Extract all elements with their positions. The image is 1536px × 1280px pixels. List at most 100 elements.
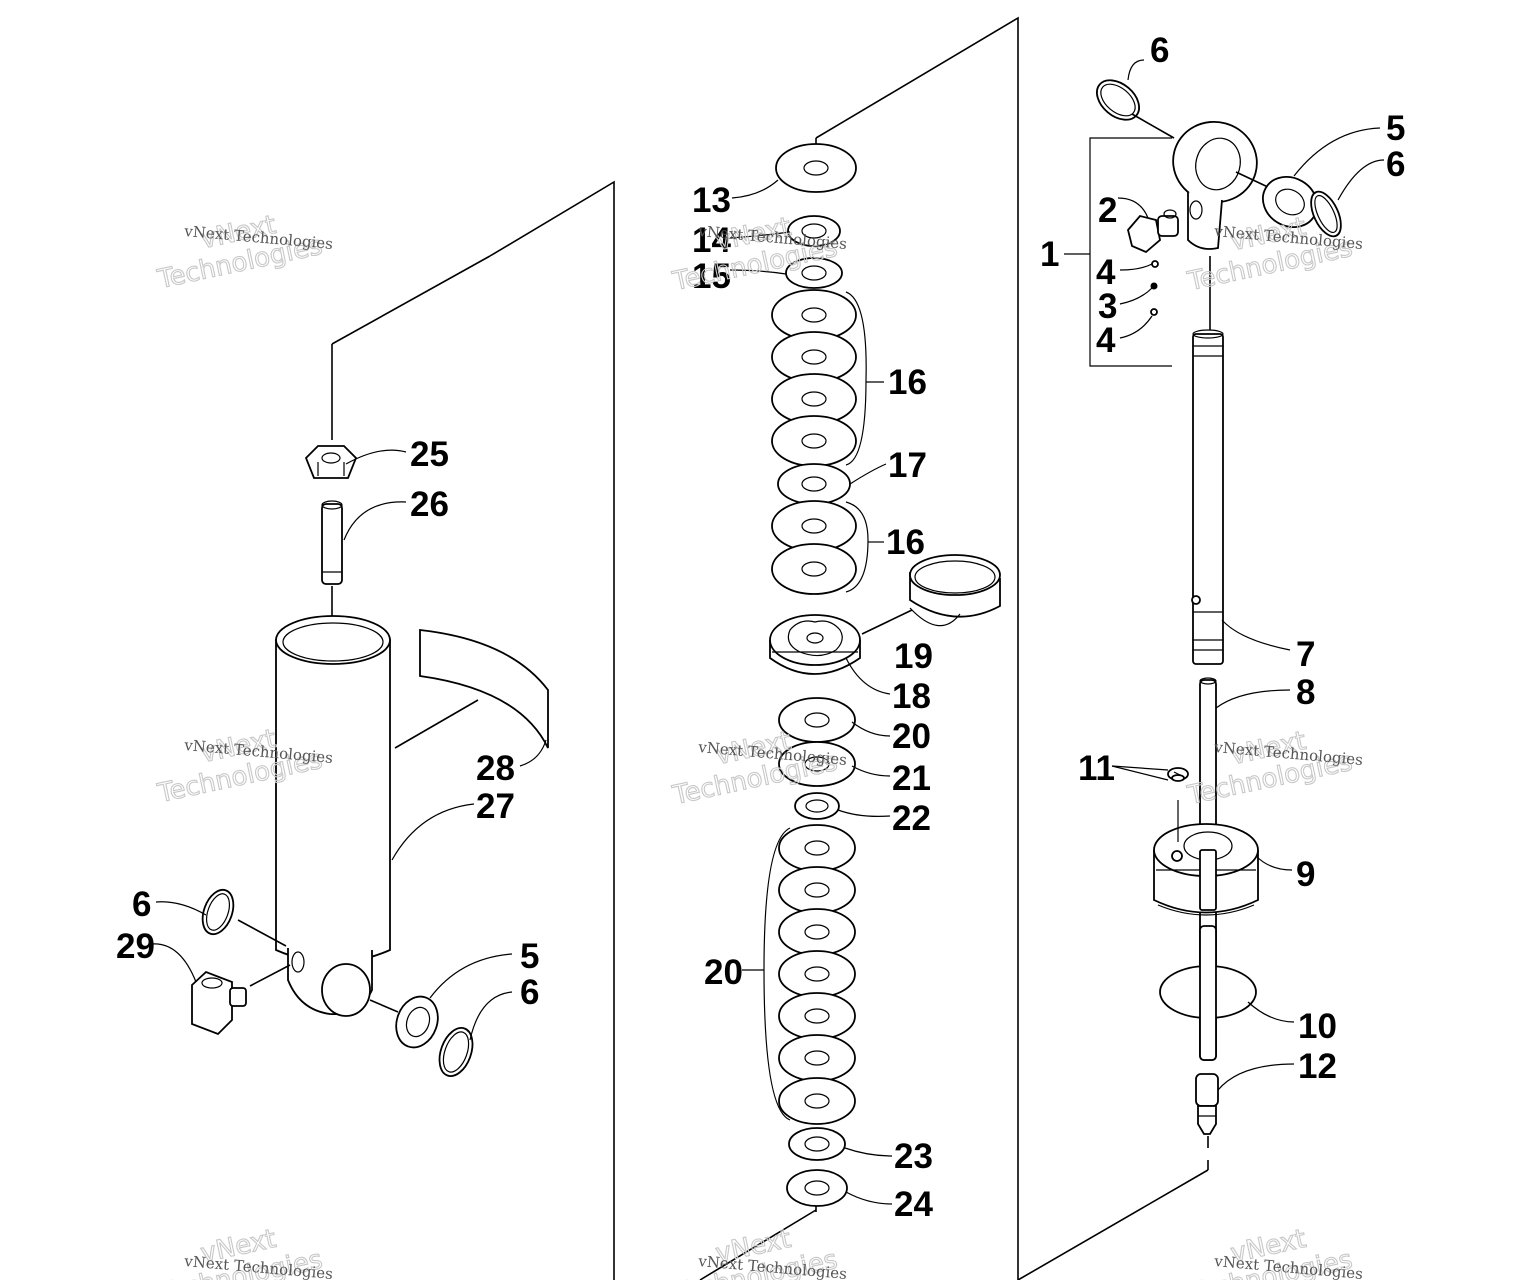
- shim-17-part: [777, 463, 851, 505]
- callout-18: 18: [892, 677, 931, 716]
- callout-2: 2: [1098, 191, 1117, 230]
- leader-5-left: [429, 953, 513, 999]
- leader-29: [151, 943, 197, 983]
- callout-21: 21: [892, 759, 931, 798]
- callout-23: 23: [894, 1137, 933, 1176]
- callout-4-upper: 4: [1096, 253, 1116, 292]
- retaining-ring-right-part: [1310, 190, 1342, 238]
- callout-1: 1: [1040, 235, 1059, 274]
- ball-4-lower-part: [1150, 308, 1158, 316]
- body-leader: [394, 699, 479, 749]
- leader-6-right: [1337, 159, 1385, 201]
- hex-nut-part: [304, 445, 358, 479]
- right-plane-bottom-edge: [1017, 1169, 1209, 1280]
- right-plane-outline: [815, 16, 1019, 1280]
- leader-24: [845, 1191, 893, 1205]
- callout-5-right: 5: [1386, 109, 1405, 148]
- callout-14: 14: [692, 221, 731, 260]
- callout-27: 27: [476, 787, 515, 826]
- retaining-ring-left-part: [201, 888, 287, 947]
- callout-29: 29: [116, 927, 155, 966]
- washer-24-part: [786, 1169, 848, 1207]
- leader-6-top: [1127, 59, 1145, 81]
- retaining-ring-top-part: [1096, 79, 1175, 139]
- leader-20-upper: [851, 721, 891, 737]
- retaining-ring-left-rear-part: [438, 1027, 474, 1077]
- leader-9: [1255, 855, 1293, 871]
- leader-15: [729, 269, 787, 275]
- leader-10: [1247, 1001, 1295, 1023]
- shim-21-part: [778, 741, 856, 787]
- shock-body-part: [275, 615, 479, 1017]
- callout-15: 15: [692, 257, 731, 296]
- bracket-16-upper: [845, 291, 867, 466]
- leader-5-right: [1293, 127, 1381, 177]
- center-stack: 13 14 15 16 17 16 19 18 20 21 22 20 23 2…: [692, 138, 1001, 1224]
- callout-16-lower: 16: [886, 523, 925, 562]
- bracket-1: [1089, 137, 1172, 367]
- callout-12: 12: [1298, 1047, 1337, 1086]
- ball-4-upper-part: [1151, 260, 1159, 268]
- callout-8: 8: [1296, 673, 1315, 712]
- leader-4-upper: [1119, 263, 1153, 271]
- callout-6-left: 6: [132, 885, 151, 924]
- right-assembly: 6 5 6 2 1 4 3 4 7 8 11 9 10 12: [1017, 31, 1405, 1280]
- leader-18: [845, 657, 891, 695]
- leader-11a: [1111, 765, 1169, 781]
- shock-eye-part: [1172, 120, 1271, 250]
- valve-part: [1127, 209, 1179, 254]
- bearing-left-part: [369, 995, 439, 1049]
- leader-14: [729, 231, 791, 239]
- leader-26: [343, 501, 407, 541]
- callout-7: 7: [1296, 635, 1315, 674]
- leader-7: [1221, 619, 1291, 651]
- center-plane-bottom-edge: [699, 1209, 817, 1280]
- shim-23-part: [788, 1127, 846, 1161]
- shim-20-upper-part: [778, 697, 856, 743]
- screw-11-part: [1167, 767, 1189, 782]
- callout-3: 3: [1098, 287, 1117, 326]
- callout-22: 22: [892, 799, 931, 838]
- callout-16-upper: 16: [888, 363, 927, 402]
- shim-stack-20-lower-part: [778, 824, 856, 1125]
- callout-6-top: 6: [1150, 31, 1169, 70]
- leader-2: [1117, 197, 1149, 219]
- left-plane-outline: [489, 180, 615, 1280]
- leader-12: [1217, 1063, 1295, 1091]
- callout-11: 11: [1078, 749, 1115, 788]
- washer-13-part: [775, 143, 857, 193]
- callout-20-lower: 20: [704, 953, 743, 992]
- callout-4-lower: 4: [1096, 321, 1116, 360]
- leader-23: [844, 1147, 893, 1157]
- plane-outlines: [331, 16, 1019, 1280]
- callout-24: 24: [894, 1185, 933, 1224]
- leader-11b: [1111, 765, 1169, 771]
- seal-head-part: [1153, 800, 1259, 916]
- callout-13: 13: [692, 181, 731, 220]
- leader-22: [837, 809, 891, 817]
- callout-10: 10: [1298, 1007, 1337, 1046]
- fitting-part: [191, 964, 291, 1036]
- piston-part: [769, 609, 913, 675]
- callout-6-right: 6: [1386, 145, 1405, 184]
- shim-stack-lower-part: [771, 500, 857, 595]
- callout-28: 28: [476, 749, 515, 788]
- washer-15-part: [785, 257, 843, 289]
- bracket-16-lower: [845, 501, 869, 593]
- left-plane-top-edge: [331, 255, 491, 345]
- piston-band-part: [909, 554, 1001, 618]
- callout-5-left: 5: [520, 937, 539, 976]
- leader-3: [1119, 287, 1153, 305]
- leader-19: [909, 607, 961, 627]
- valve-core-part: [1195, 1073, 1219, 1170]
- leader-6-left-rear: [469, 991, 513, 1041]
- label-strip-part: [419, 628, 549, 749]
- leader-25: [345, 449, 407, 465]
- pin-part: [321, 500, 343, 585]
- washer-14-part: [787, 215, 841, 247]
- callout-19: 19: [894, 637, 933, 676]
- leader-8: [1215, 689, 1291, 709]
- shim-stack-upper-part: [771, 289, 857, 467]
